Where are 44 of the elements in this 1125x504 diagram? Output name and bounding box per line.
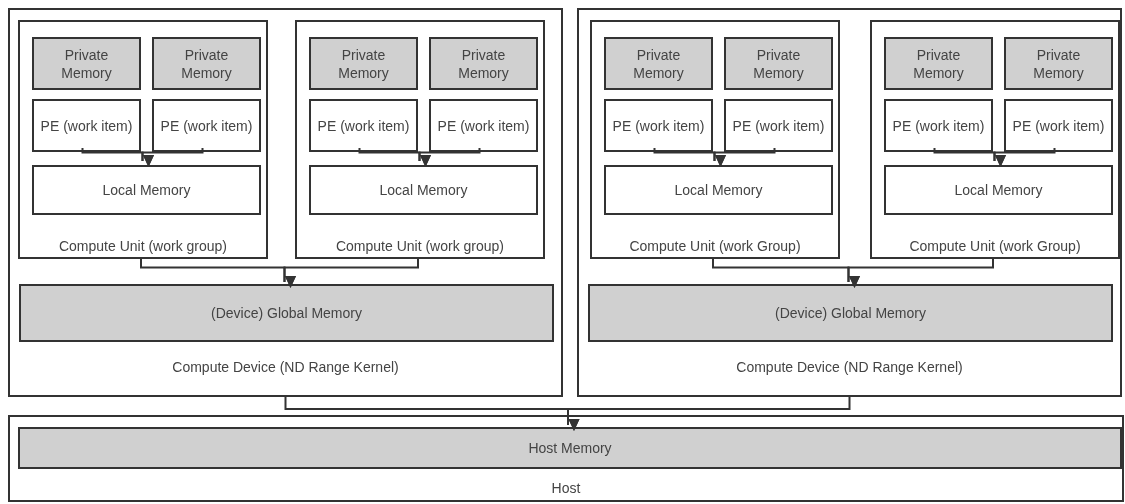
compute-device-box <box>577 8 1122 397</box>
local-memory-box: Local Memory <box>884 165 1113 215</box>
processing-element-box: PE (work item) <box>32 99 141 152</box>
private-memory-box: Private Memory <box>309 37 418 90</box>
private-memory-box: Private Memory <box>1004 37 1113 90</box>
connector-arrow <box>713 147 776 167</box>
compute-unit-box <box>18 20 268 259</box>
private-memory-box: Private Memory <box>32 37 141 90</box>
host-memory-box: Host Memory <box>18 427 1122 469</box>
container-label: Compute Unit (work group) <box>58 237 228 255</box>
local-memory-box: Local Memory <box>309 165 538 215</box>
global-memory-box: (Device) Global Memory <box>588 284 1113 342</box>
private-memory-box: Private Memory <box>884 37 993 90</box>
processing-element-box: PE (work item) <box>604 99 713 152</box>
global-memory-box: (Device) Global Memory <box>19 284 554 342</box>
container-label: Compute Unit (work Group) <box>909 237 1081 255</box>
private-memory-box: Private Memory <box>429 37 538 90</box>
compute-unit-box <box>590 20 840 259</box>
container-label: Host <box>551 479 581 497</box>
local-memory-box: Local Memory <box>32 165 261 215</box>
container-label: Compute Unit (work Group) <box>629 237 801 255</box>
processing-element-box: PE (work item) <box>152 99 261 152</box>
processing-element-box: PE (work item) <box>884 99 993 152</box>
private-memory-box: Private Memory <box>604 37 713 90</box>
connector-arrow <box>141 147 204 167</box>
connector-arrow <box>567 396 851 431</box>
processing-element-box: PE (work item) <box>1004 99 1113 152</box>
local-memory-box: Local Memory <box>604 165 833 215</box>
host-box <box>8 415 1124 502</box>
container-label: Compute Device (ND Range Kernel) <box>172 358 399 376</box>
processing-element-box: PE (work item) <box>724 99 833 152</box>
processing-element-box: PE (work item) <box>429 99 538 152</box>
connector-arrow <box>283 256 419 288</box>
container-label: Compute Device (ND Range Kernel) <box>736 358 963 376</box>
processing-element-box: PE (work item) <box>309 99 418 152</box>
compute-unit-box <box>870 20 1120 259</box>
connector-arrow <box>847 256 994 288</box>
compute-device-box <box>8 8 563 397</box>
connector-arrow <box>993 147 1056 167</box>
container-label: Compute Unit (work group) <box>335 237 505 255</box>
connector-arrow <box>418 147 481 167</box>
compute-unit-box <box>295 20 545 259</box>
private-memory-box: Private Memory <box>724 37 833 90</box>
private-memory-box: Private Memory <box>152 37 261 90</box>
